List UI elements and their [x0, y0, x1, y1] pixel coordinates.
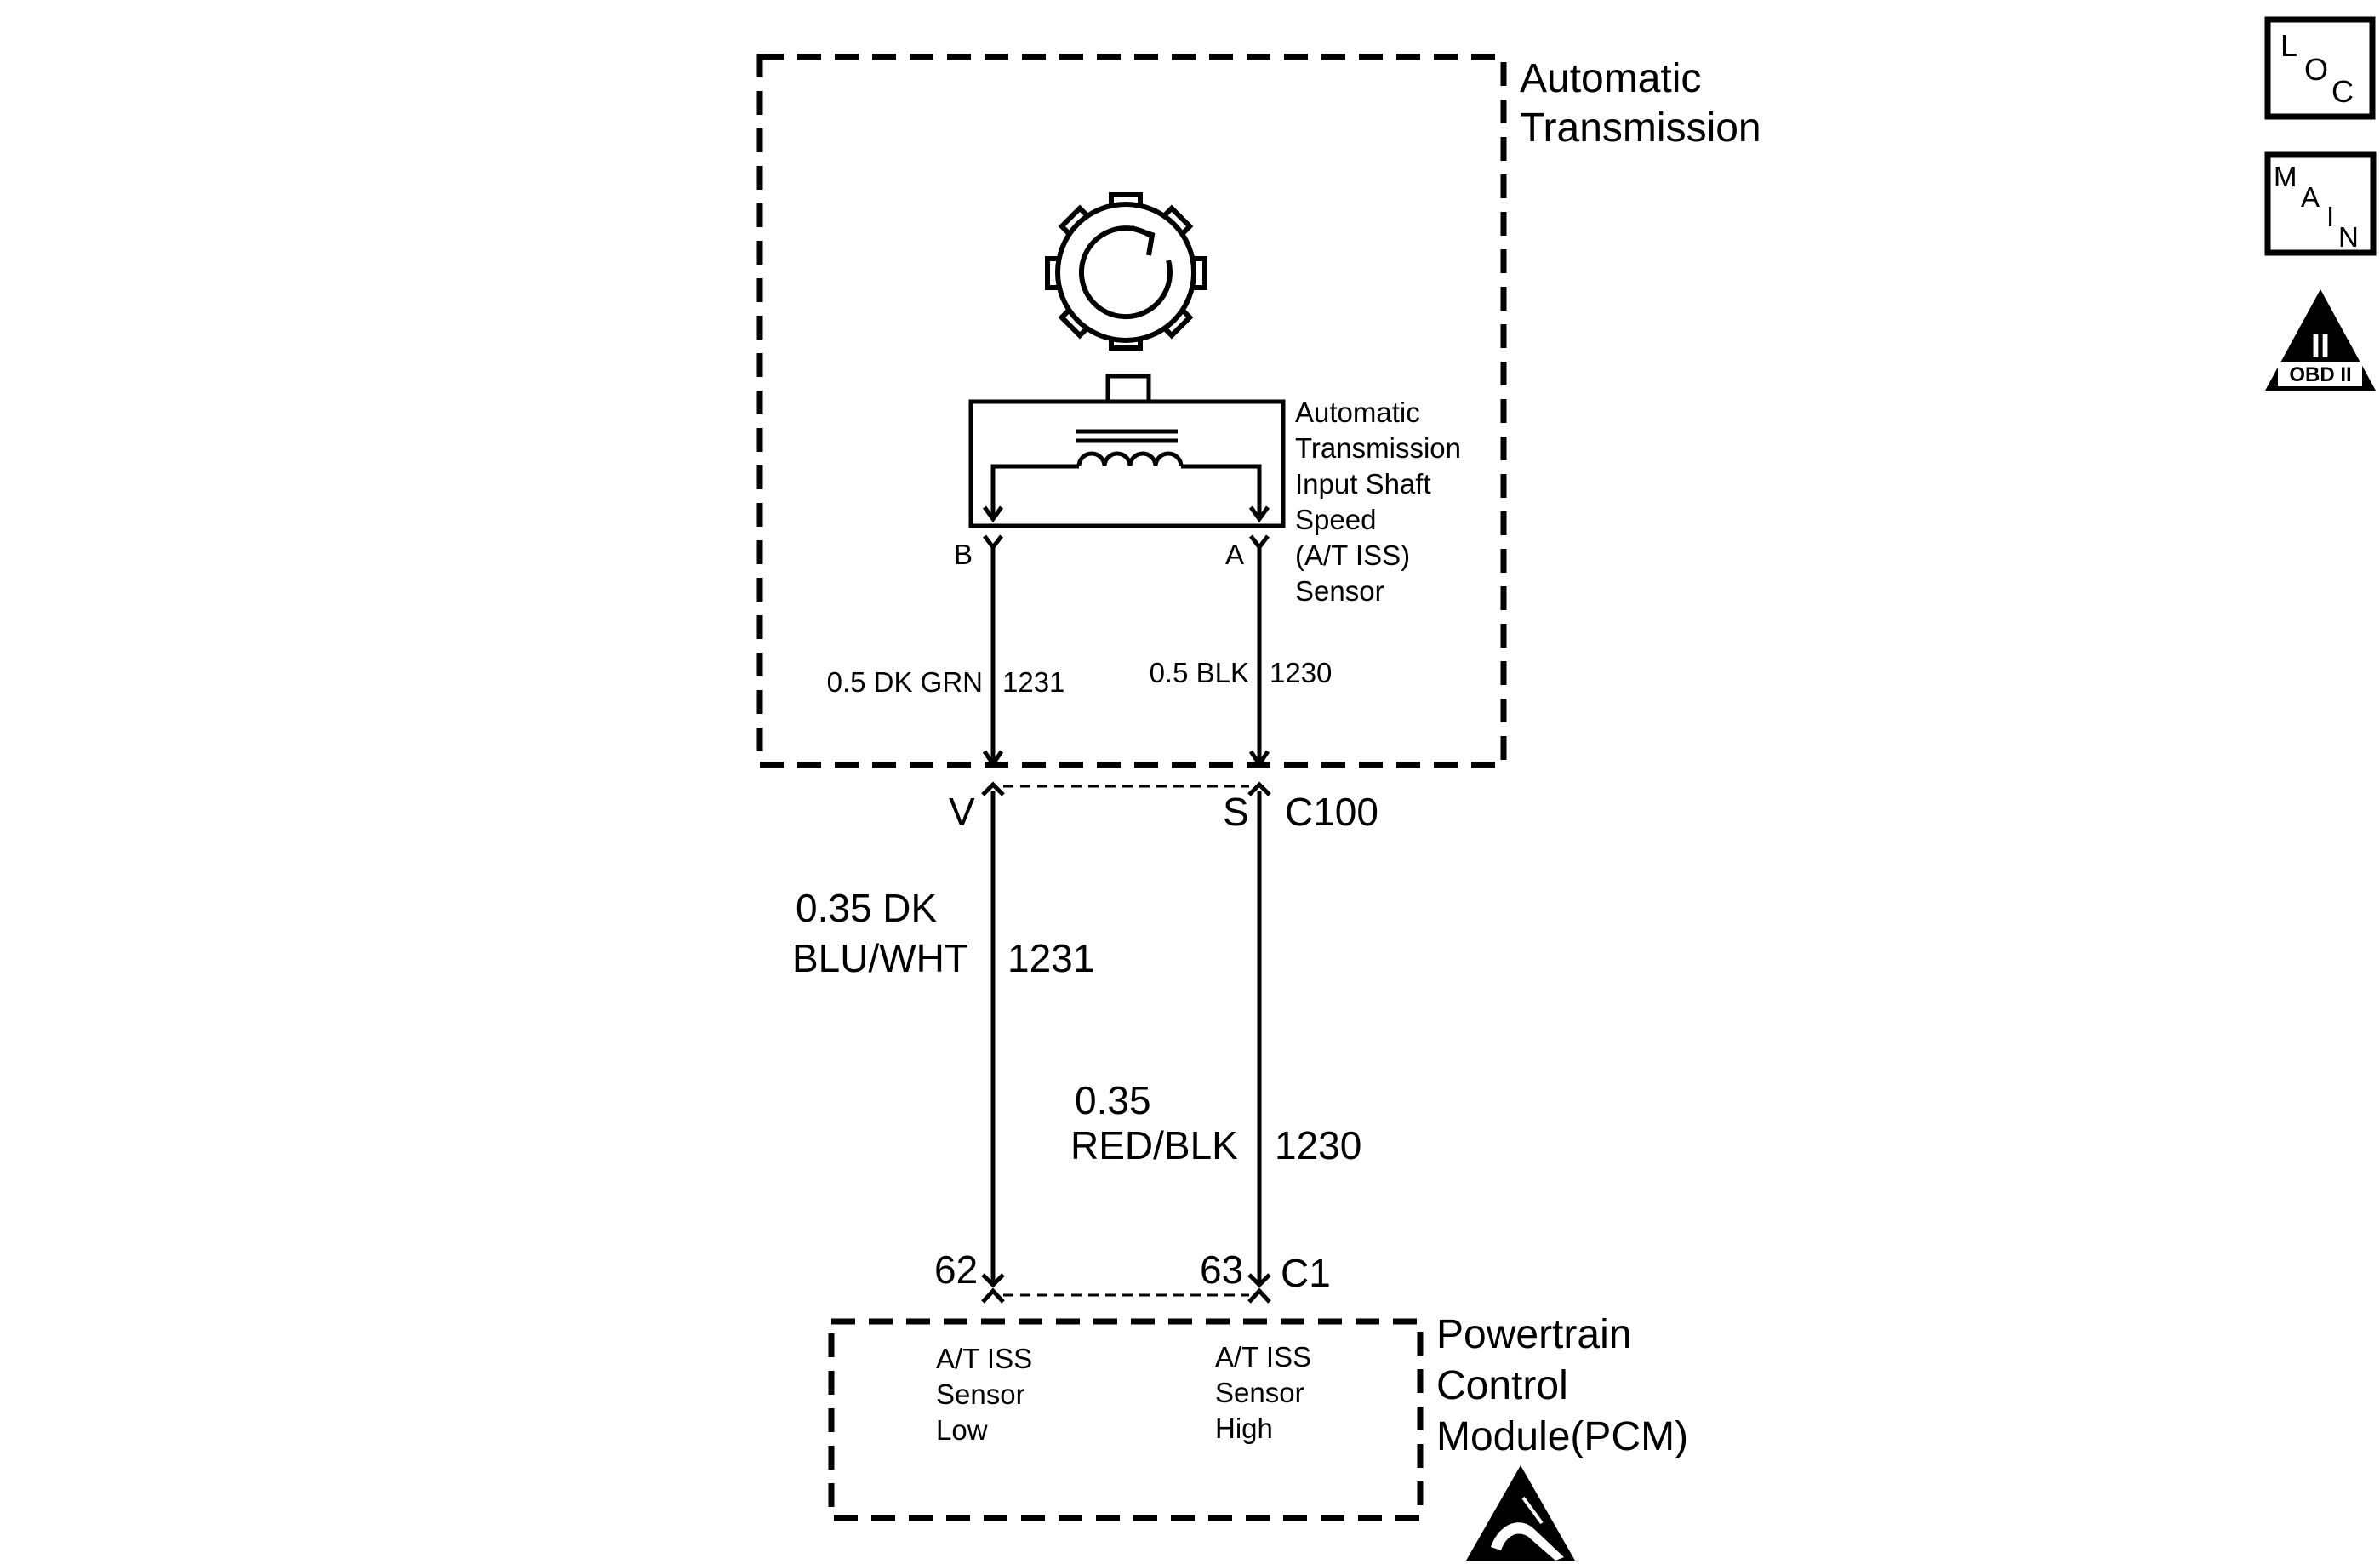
- svg-text:L: L: [2280, 28, 2297, 63]
- transmission-title: Automatic Transmission: [1520, 56, 1761, 151]
- inner-wire-left-spec: 0.5 DK GRN: [827, 666, 983, 698]
- esd-warning-icon: [1466, 1465, 1575, 1561]
- inner-wire-left-circuit: 1231: [1002, 666, 1064, 698]
- pcm-title: Powertrain Control Module(PCM): [1436, 1312, 1688, 1459]
- sensor-housing: [968, 399, 1286, 528]
- wires: [990, 547, 1262, 1283]
- connector-c1: [981, 1268, 1271, 1304]
- outer-wire-left-circuit: 1231: [1007, 936, 1094, 980]
- c100-pin-s: S: [1223, 790, 1249, 834]
- sensor-tip: [1105, 374, 1151, 404]
- pin-a-label: A: [1225, 539, 1244, 570]
- c100-pin-v: V: [949, 790, 975, 834]
- main-button[interactable]: M A I N: [2264, 151, 2377, 256]
- transmission-enclosure: [756, 54, 1507, 768]
- outer-wire-right-circuit: 1230: [1275, 1123, 1361, 1167]
- inner-wire-right-spec: 0.5 BLK: [1150, 657, 1249, 688]
- connector-c100: [981, 750, 1271, 796]
- inner-wire-right-circuit: 1230: [1270, 657, 1332, 688]
- svg-text:N: N: [2338, 221, 2359, 253]
- c100-name: C100: [1285, 790, 1378, 834]
- pcm-enclosure: [828, 1318, 1424, 1521]
- svg-text:OBD II: OBD II: [2289, 363, 2351, 386]
- svg-text:II: II: [2311, 328, 2330, 365]
- svg-text:I: I: [2326, 201, 2334, 232]
- c1-pin-62: 62: [934, 1247, 978, 1292]
- loc-button[interactable]: L O C: [2264, 16, 2376, 120]
- svg-text:A: A: [2301, 181, 2320, 213]
- outer-wire-right-spec: 0.35 RED/BLK: [1070, 1078, 1238, 1167]
- svg-text:C: C: [2331, 74, 2354, 109]
- svg-text:M: M: [2274, 161, 2297, 192]
- c1-pin-63: 63: [1200, 1247, 1243, 1292]
- rotating-gear-icon: [1045, 192, 1207, 351]
- pcm-input-low: A/T ISS Sensor Low: [936, 1343, 1040, 1446]
- obd-ii-icon[interactable]: II OBD II: [2265, 289, 2376, 391]
- c1-name: C1: [1281, 1251, 1331, 1295]
- iss-sensor: [968, 374, 1286, 528]
- svg-text:O: O: [2304, 52, 2328, 87]
- pcm-input-high: A/T ISS Sensor High: [1215, 1341, 1319, 1444]
- sensor-label: Automatic Transmission Input Shaft Speed…: [1295, 397, 1469, 607]
- pin-b-label: B: [954, 539, 973, 570]
- outer-wire-left-spec: 0.35 DK BLU/WHT: [792, 886, 968, 980]
